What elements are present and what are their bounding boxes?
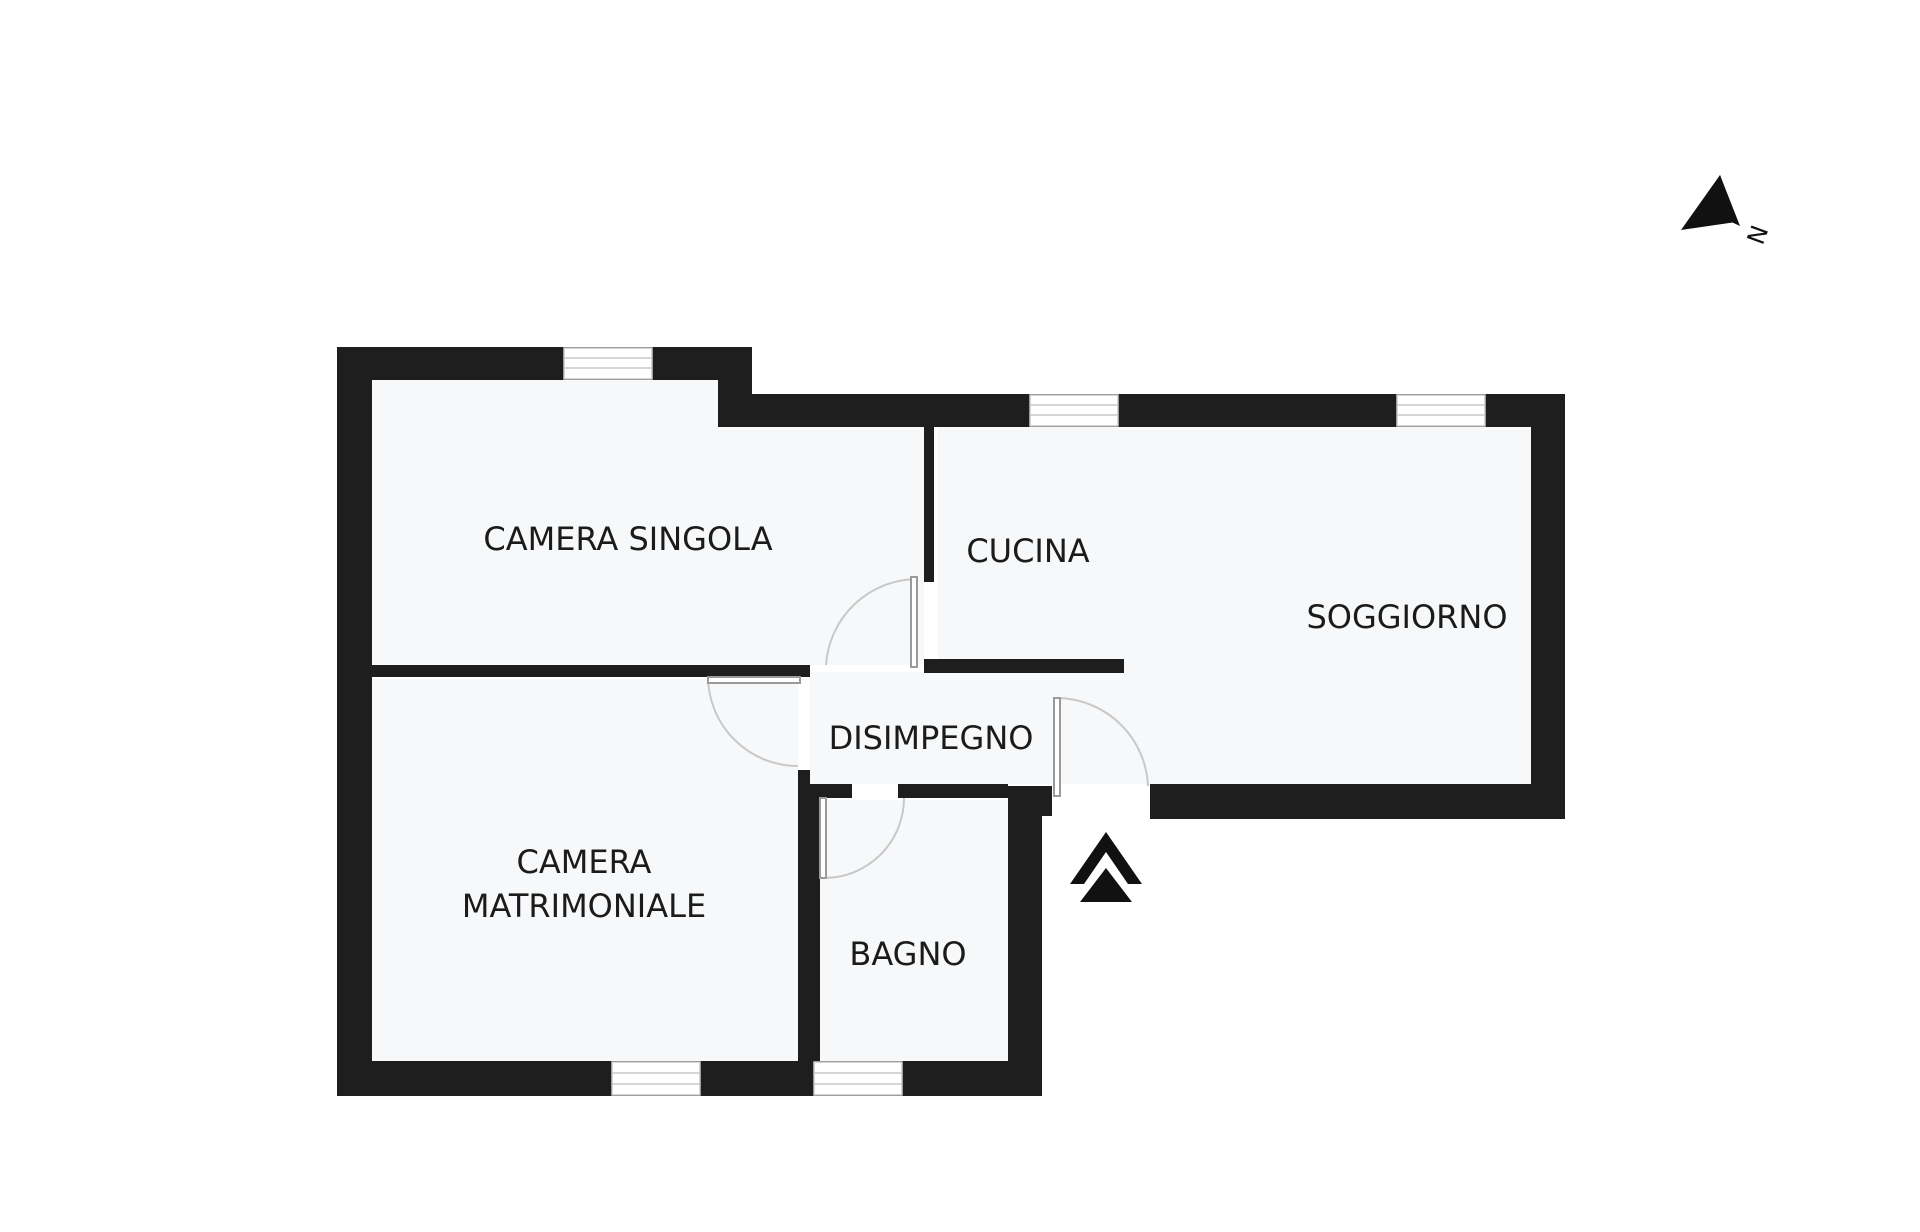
door-camera-singola (825, 576, 918, 668)
floor-bagno (812, 800, 1008, 1061)
wall-bagno-right (1008, 786, 1042, 1096)
windows (563, 347, 1486, 1096)
floor-camera-matrimoniale (372, 679, 798, 1061)
window-soggiorno (1396, 394, 1486, 427)
label-cucina: CUCINA (966, 532, 1089, 570)
wall-bagno-top-stub (1008, 786, 1052, 816)
window-camera-singola (563, 347, 653, 380)
window-camera-matrimoniale (611, 1061, 701, 1096)
label-soggiorno: SOGGIORNO (1306, 598, 1507, 636)
doors (707, 576, 1149, 879)
door-bagno (819, 797, 905, 879)
window-bagno (813, 1061, 903, 1096)
window-cucina (1029, 394, 1119, 427)
label-disimpegno: DISIMPEGNO (829, 719, 1034, 757)
floor-camera-singola (372, 380, 924, 665)
wall-inner-singola-cucina (924, 425, 934, 582)
wall-inner-bagno-top-2 (898, 784, 1008, 798)
wall-right (1531, 394, 1565, 819)
door-camera-matrimoniale (707, 676, 801, 767)
wall-inner-bagno-left (808, 784, 820, 1061)
entrance-chevron-icon (1070, 832, 1142, 902)
wall-top-left (337, 347, 752, 380)
room-labels: CAMERA SINGOLA CUCINA SOGGIORNO DISIMPEG… (462, 520, 1508, 973)
wall-inner-matrimoniale-right (798, 770, 810, 1061)
door-entrance (1053, 697, 1149, 797)
label-camera-matrimoniale-line2: MATRIMONIALE (462, 887, 706, 925)
wall-inner-singola-matrimoniale (372, 665, 810, 677)
wall-inner-bagno-top (808, 784, 852, 798)
label-camera-singola: CAMERA SINGOLA (483, 520, 772, 558)
compass-letter: N (1742, 222, 1774, 248)
wall-bottom-right (1150, 784, 1565, 819)
floor-soggiorno-cucina (938, 427, 1531, 784)
floor-disimpegno (810, 672, 1120, 784)
floors (372, 380, 1531, 1061)
wall-left (337, 347, 372, 1096)
entrance-opening (1054, 785, 1150, 818)
label-camera-matrimoniale-line1: CAMERA (517, 843, 652, 881)
north-arrow-icon: N (1681, 175, 1774, 248)
label-bagno: BAGNO (849, 935, 966, 973)
wall-inner-cucina-bottom (924, 659, 1124, 673)
